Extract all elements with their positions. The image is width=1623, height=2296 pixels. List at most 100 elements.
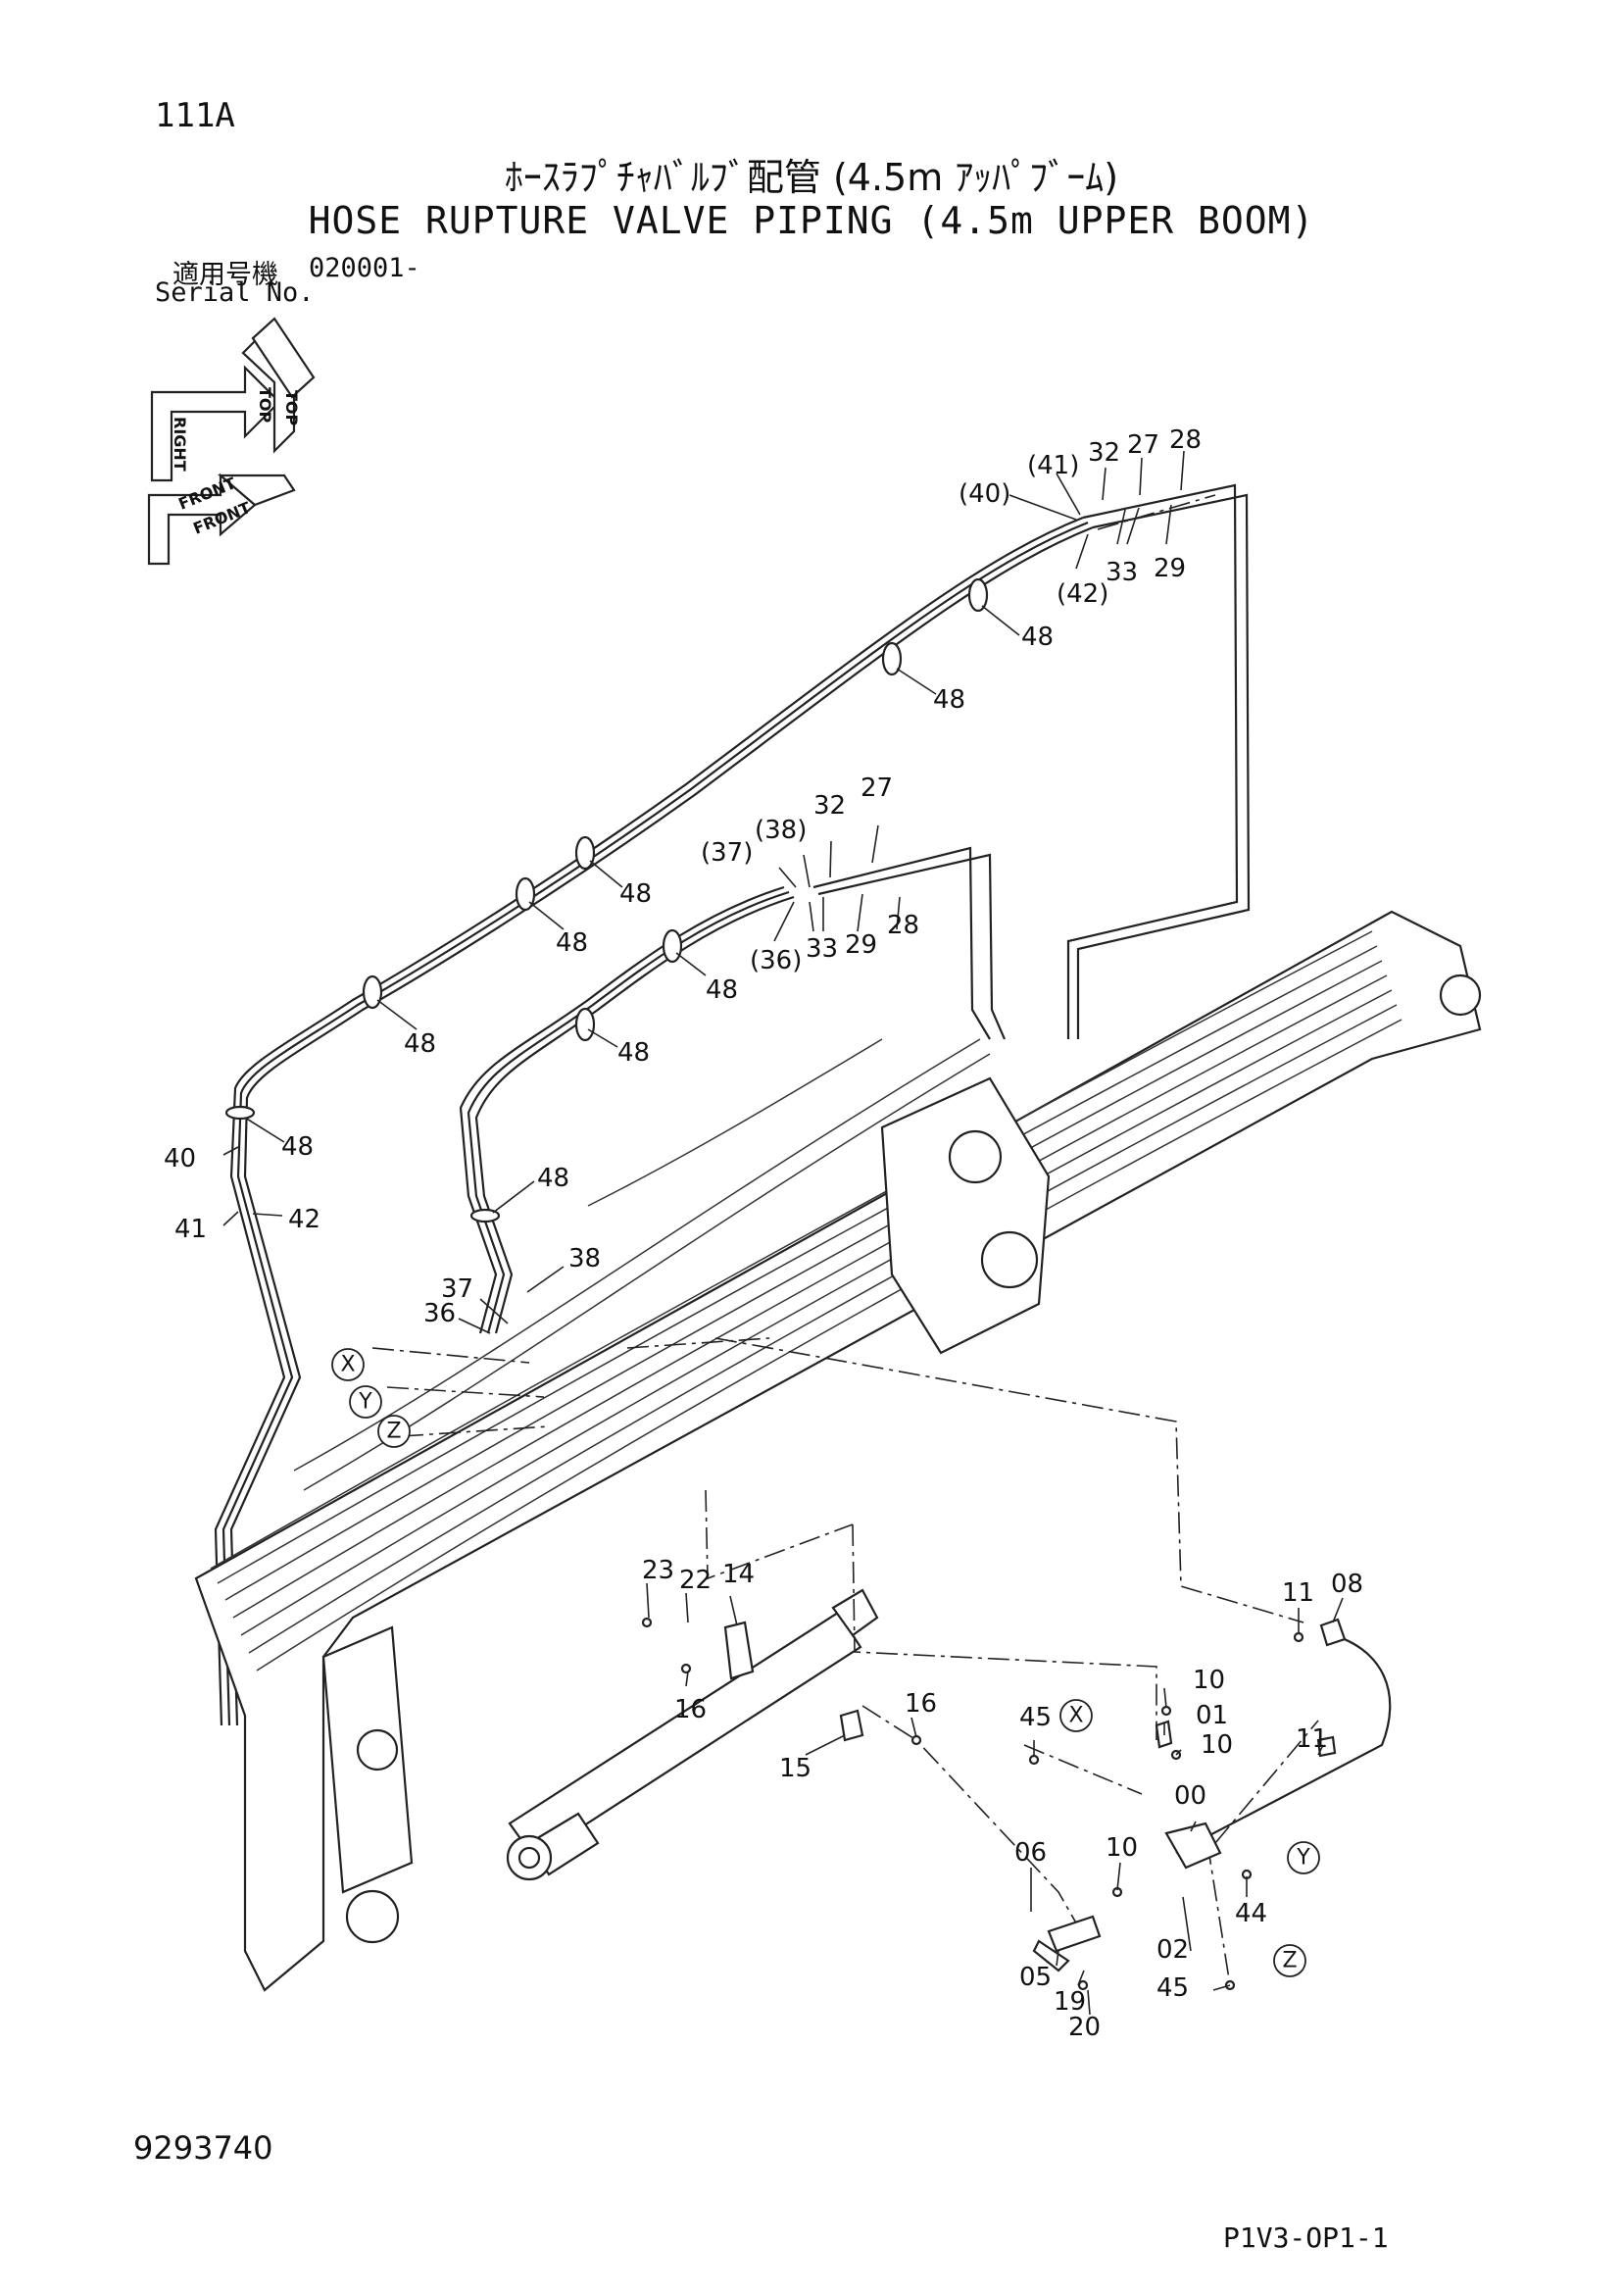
rupture-valve-00 [1164,1822,1222,1870]
callout-48-b: 48 [933,685,965,715]
callout-44: 44 [1235,1899,1267,1928]
callout-29-upper: 29 [1154,554,1186,583]
callout-28-lower: 28 [887,911,919,940]
lower-hose-route [459,885,795,1334]
ref-x-circle-upper [331,1348,365,1381]
hose-clamps [224,577,989,1223]
callout-10-b: 10 [1201,1730,1233,1760]
lower-components [641,1617,1392,1991]
ref-x-circle-lower [1059,1699,1093,1732]
callout-16-right: 16 [905,1689,937,1719]
callout-45-upper: 45 [1019,1703,1052,1732]
callout-48-h: 48 [281,1132,314,1162]
callout-23: 23 [642,1556,674,1585]
callout-02: 02 [1156,1935,1189,1965]
callout-42-upper: (42) [1057,579,1108,609]
callout-48-d: 48 [556,928,588,958]
serial-label-japanese: 適用号機 [172,260,278,290]
callout-14: 14 [722,1560,755,1589]
callout-22: 22 [679,1566,712,1595]
serial-value: 020001- [309,253,420,283]
ref-x-label-lower: X [1068,1704,1083,1728]
callout-19: 19 [1054,1987,1086,2017]
ref-y-circle-upper [349,1385,382,1419]
orientation-arrows: RIGHT TOP TOP FRONT FRONT [147,317,316,566]
ref-y-label-upper: Y [358,1390,372,1415]
callout-33-lower: 33 [806,934,838,964]
callout-27-upper: 27 [1127,430,1159,460]
reference-markers[interactable]: X Y Z X Y Z [331,1348,1320,1977]
orientation-top-label-2: TOP [282,390,301,426]
callout-48-a: 48 [1021,623,1054,652]
callout-27-lower: 27 [861,774,893,803]
ref-y-label-lower: Y [1296,1846,1310,1871]
clamp-48-e [362,974,383,1010]
title-japanese: ﾎｰｽﾗﾌﾟﾁｬﾊﾞﾙﾌﾞ配管 (4.5m ｱｯﾊﾟﾌﾞｰﾑ) [504,156,1119,199]
callout-15: 15 [779,1754,812,1783]
callout-16-left: 16 [674,1695,707,1724]
boom-pin-a [948,1129,1003,1184]
part-callouts: (40) (41) 32 27 28 33 29 (42) 48 48 (37)… [164,425,1363,2042]
boom-cylinder [506,1588,879,1881]
clamp-48-h [469,1208,501,1223]
callout-48-e: 48 [706,975,738,1005]
orientation-top-label: TOP [256,387,274,424]
upper-hose-route [214,516,1094,1726]
callout-32-lower: 32 [813,791,846,821]
boom-pipes [812,483,1251,1040]
callout-08: 08 [1331,1570,1363,1599]
callout-11-lower: 11 [1296,1724,1328,1754]
callout-01: 01 [1196,1701,1228,1730]
ref-x-label-upper: X [340,1353,355,1377]
clamp-48-d [515,876,536,912]
callout-45-lower: 45 [1156,1973,1189,2003]
callout-40-lower: 40 [164,1144,196,1173]
ref-z-label-upper: Z [386,1420,401,1444]
callout-41-lower: 41 [174,1215,207,1244]
callout-28-upper: 28 [1169,425,1202,455]
clamp-48-c [574,835,596,871]
callout-32-upper: 32 [1088,438,1120,468]
callout-48-f: 48 [617,1038,650,1068]
callout-48-g: 48 [404,1029,436,1059]
callout-10-c: 10 [1106,1833,1138,1863]
callout-06: 06 [1014,1838,1047,1868]
page-code: 111A [155,96,235,135]
callout-48-c: 48 [619,879,652,909]
leader-lines [222,450,1344,2016]
title-english: HOSE RUPTURE VALVE PIPING (4.5m UPPER BO… [308,199,1315,242]
ref-z-circle-lower [1273,1944,1306,1977]
callout-33-upper: 33 [1106,558,1138,587]
boom-pin-b [980,1230,1039,1289]
ref-y-circle-lower [1287,1841,1320,1874]
ref-z-circle-upper [377,1415,411,1448]
sheet-code: P1V3-OP1-1 [1223,2221,1389,2254]
callout-05: 05 [1019,1963,1052,1992]
clamp-48-f [662,928,683,964]
clamp-48-a [967,577,989,613]
clamp-48-g [574,1007,596,1042]
callout-48-i: 48 [537,1164,569,1193]
callout-10-a: 10 [1193,1666,1225,1695]
ref-z-label-lower: Z [1282,1949,1297,1973]
callout-37-upper: (37) [701,838,753,868]
boom-tip-pin [1439,973,1482,1017]
orientation-right-label: RIGHT [171,417,189,472]
callout-40-upper: (40) [959,479,1010,509]
callout-20: 20 [1068,2013,1101,2042]
callout-41-upper: (41) [1027,451,1079,480]
callout-36-upper: (36) [750,946,802,975]
boom-foot-pin [356,1728,399,1772]
callout-37-lower: 37 [441,1274,473,1304]
boom-foot-boss [345,1889,400,1944]
callout-00: 00 [1174,1781,1206,1811]
callout-42-lower: 42 [288,1205,320,1234]
drawing-number: 9293740 [133,2129,273,2167]
callout-38-lower: 38 [568,1244,601,1273]
connection-lines [371,1337,1319,1986]
callout-36-lower: 36 [423,1299,456,1328]
callout-11-upper: 11 [1282,1578,1314,1608]
callout-29-lower: 29 [845,930,877,960]
clamp-48-i [224,1105,256,1121]
